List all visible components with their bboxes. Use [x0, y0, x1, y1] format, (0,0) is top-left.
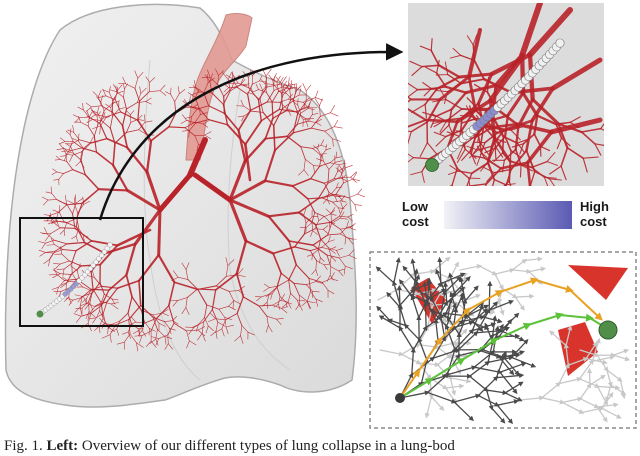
start-node-icon	[395, 393, 405, 403]
catheter-path-left	[36, 242, 113, 318]
planner-diagram	[369, 251, 637, 429]
caption-prefix: Fig. 1.	[4, 438, 43, 454]
legend-high-cost: High cost	[580, 199, 609, 229]
legend-high-line2: cost	[580, 214, 607, 229]
catheter-path-zoom	[425, 38, 565, 172]
goal-node-icon	[598, 320, 618, 340]
lung-right-contour	[227, 89, 291, 371]
legend-low-line1: Low	[402, 199, 428, 214]
obstacle-2	[568, 265, 628, 300]
zoom-airways	[408, 3, 604, 186]
caption-text: Overview of our different types of lung …	[78, 438, 455, 454]
figure-caption: Fig. 1. Left: Overview of our different …	[4, 438, 640, 455]
legend-high-line1: High	[580, 199, 609, 214]
legend-low-cost: Low cost	[402, 199, 429, 229]
caption-bold: Left:	[46, 438, 79, 454]
zoom-panel	[408, 3, 604, 186]
cost-gradient-bar	[444, 201, 572, 229]
airway-tree	[38, 68, 365, 352]
zoom-box-icon	[19, 217, 144, 327]
lung-inner-contour	[143, 59, 201, 381]
curved-arrow-icon	[98, 43, 404, 221]
lung-outline	[4, 3, 357, 408]
legend-low-line2: cost	[402, 214, 429, 229]
